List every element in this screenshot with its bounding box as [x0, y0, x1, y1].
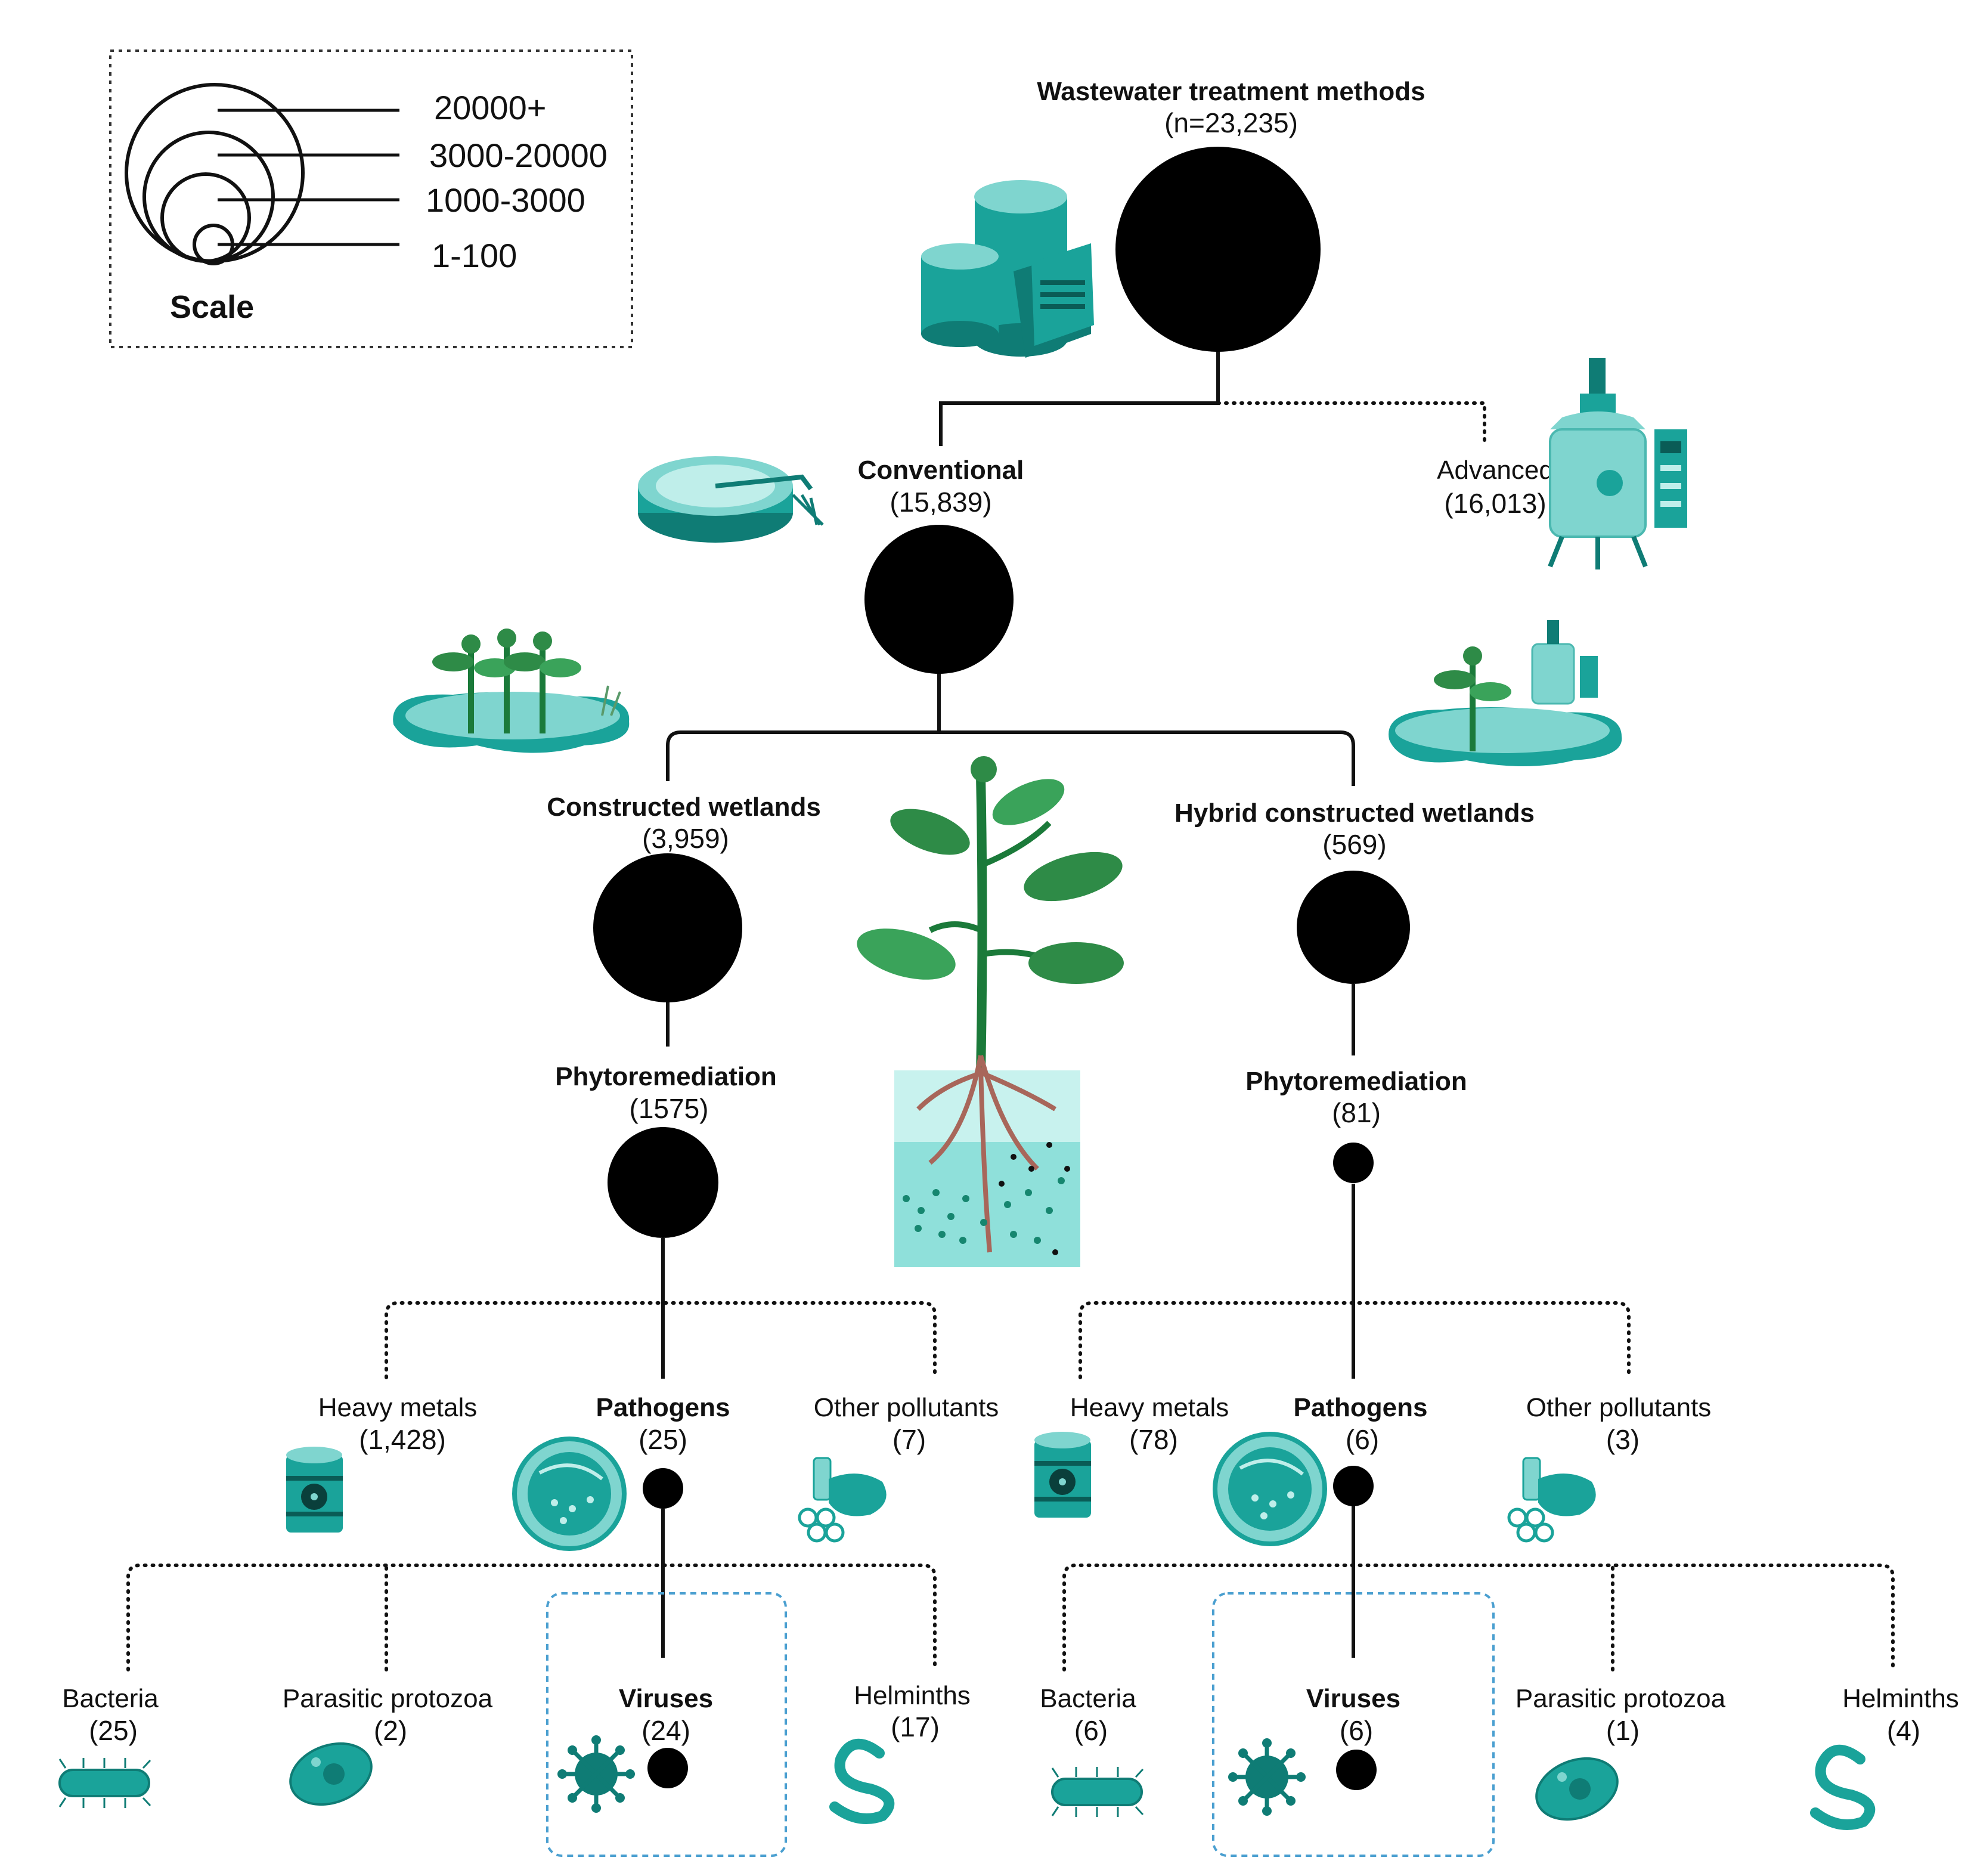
constructed-wetlands-count: (3,959) — [642, 823, 729, 854]
right-helminths-label: Helminths — [1842, 1684, 1959, 1713]
petri-dish-icon — [1213, 1432, 1327, 1546]
virus-icon — [1228, 1738, 1306, 1816]
node-labels: Wastewater treatment methods (n=23,235) … — [62, 77, 1959, 1746]
barrel-hazard-icon — [286, 1447, 343, 1533]
left-heavy-metals-label: Heavy metals — [318, 1393, 478, 1422]
right-viruses-count: (6) — [1340, 1715, 1373, 1746]
bioreactor-icon — [1548, 358, 1687, 569]
connector — [666, 730, 1355, 786]
connector-dotted — [1062, 1564, 1895, 1671]
petri-dish-icon — [512, 1437, 627, 1551]
connector-dotted — [126, 1564, 937, 1671]
protozoa-icon — [1535, 1757, 1619, 1821]
wetland-plants-icon — [393, 629, 630, 753]
left-phyto-label: Phytoremediation — [555, 1062, 777, 1091]
connector-dotted — [385, 1301, 937, 1379]
hybrid-wetland-icon — [1389, 620, 1622, 766]
protozoa-icon — [289, 1742, 373, 1806]
left-other-pollutants-label: Other pollutants — [814, 1393, 999, 1422]
scale-label: 1000-3000 — [426, 181, 585, 219]
node-circle-conventional — [864, 525, 1014, 674]
node-circles — [593, 147, 1410, 1790]
plant-roots-icon — [857, 756, 1124, 1267]
node-circle-root — [1115, 147, 1321, 352]
viruses-highlight-box — [546, 1592, 787, 1857]
scale-label: 3000-20000 — [429, 137, 608, 174]
node-circle-hybrid-wetlands — [1297, 871, 1410, 984]
node-circle-right-phyto — [1333, 1143, 1374, 1183]
barrel-hazard-icon — [1034, 1432, 1091, 1518]
scale-circle-small — [160, 172, 251, 263]
constructed-wetlands-label: Constructed wetlands — [547, 792, 821, 822]
advanced-count: (16,013) — [1444, 488, 1546, 519]
right-viruses-label: Viruses — [1306, 1684, 1400, 1713]
right-bacteria-label: Bacteria — [1040, 1684, 1136, 1713]
right-other-pollutants-count: (3) — [1606, 1424, 1640, 1455]
left-helminths-count: (17) — [891, 1711, 940, 1742]
left-bacteria-label: Bacteria — [62, 1684, 159, 1713]
node-circle-constructed-wetlands — [593, 853, 742, 1002]
left-heavy-metals-count: (1,428) — [359, 1424, 446, 1455]
right-heavy-metals-label: Heavy metals — [1070, 1393, 1229, 1422]
bacteria-icon — [1051, 1767, 1144, 1817]
node-circle-right-viruses — [1336, 1750, 1377, 1790]
advanced-label: Advanced — [1437, 456, 1554, 485]
left-phyto-count: (1575) — [630, 1093, 709, 1124]
right-other-pollutants-label: Other pollutants — [1526, 1393, 1712, 1422]
conventional-label: Conventional — [858, 456, 1024, 485]
connector-dotted — [1079, 1301, 1631, 1379]
node-circle-right-pathogens — [1333, 1466, 1374, 1506]
scale-legend: 20000+ 3000-20000 1000-3000 1-100 Scale — [109, 49, 633, 348]
left-pathogens-count: (25) — [639, 1424, 687, 1455]
scale-circle-medium — [142, 131, 275, 263]
root-label: Wastewater treatment methods — [1037, 77, 1425, 106]
viruses-highlight-box — [1212, 1592, 1495, 1857]
node-circle-left-pathogens — [643, 1468, 683, 1509]
scale-label: 20000+ — [434, 89, 546, 126]
left-other-pollutants-count: (7) — [892, 1424, 926, 1455]
clarifier-tank-icon — [638, 456, 824, 543]
node-circle-left-viruses — [647, 1748, 688, 1788]
helminth-icon — [1810, 1744, 1876, 1830]
connector — [939, 351, 1220, 446]
hybrid-wetlands-label: Hybrid constructed wetlands — [1174, 798, 1535, 828]
connector-dotted — [1216, 401, 1486, 443]
right-protozoa-count: (1) — [1606, 1715, 1640, 1746]
right-helminths-count: (4) — [1887, 1715, 1920, 1746]
left-viruses-count: (24) — [641, 1715, 690, 1746]
left-pathogens-label: Pathogens — [596, 1393, 730, 1422]
conventional-count: (15,839) — [890, 487, 991, 518]
left-protozoa-label: Parasitic protozoa — [283, 1684, 493, 1713]
right-phyto-count: (81) — [1332, 1097, 1381, 1128]
plastic-waste-icon — [798, 1457, 887, 1543]
root-count: (n=23,235) — [1164, 107, 1298, 138]
virus-icon — [557, 1735, 635, 1813]
plastic-waste-icon — [1507, 1457, 1596, 1543]
right-phyto-label: Phytoremediation — [1245, 1067, 1467, 1096]
right-heavy-metals-count: (78) — [1129, 1424, 1178, 1455]
storage-tanks-icon — [921, 180, 1094, 358]
helminth-icon — [829, 1738, 895, 1824]
connectors — [126, 351, 1895, 1671]
right-bacteria-count: (6) — [1074, 1715, 1108, 1746]
left-protozoa-count: (2) — [374, 1715, 407, 1746]
hybrid-wetlands-count: (569) — [1322, 829, 1386, 860]
node-circle-left-phyto — [608, 1127, 718, 1238]
right-pathogens-label: Pathogens — [1294, 1393, 1428, 1422]
scale-title: Scale — [170, 289, 254, 325]
left-helminths-label: Helminths — [854, 1681, 971, 1710]
scale-legend-frame — [109, 49, 633, 348]
bacteria-icon — [58, 1758, 151, 1808]
left-bacteria-count: (25) — [89, 1715, 138, 1746]
right-pathogens-count: (6) — [1346, 1424, 1379, 1455]
scale-label: 1-100 — [432, 237, 517, 274]
right-protozoa-label: Parasitic protozoa — [1516, 1684, 1726, 1713]
left-viruses-label: Viruses — [619, 1684, 713, 1713]
